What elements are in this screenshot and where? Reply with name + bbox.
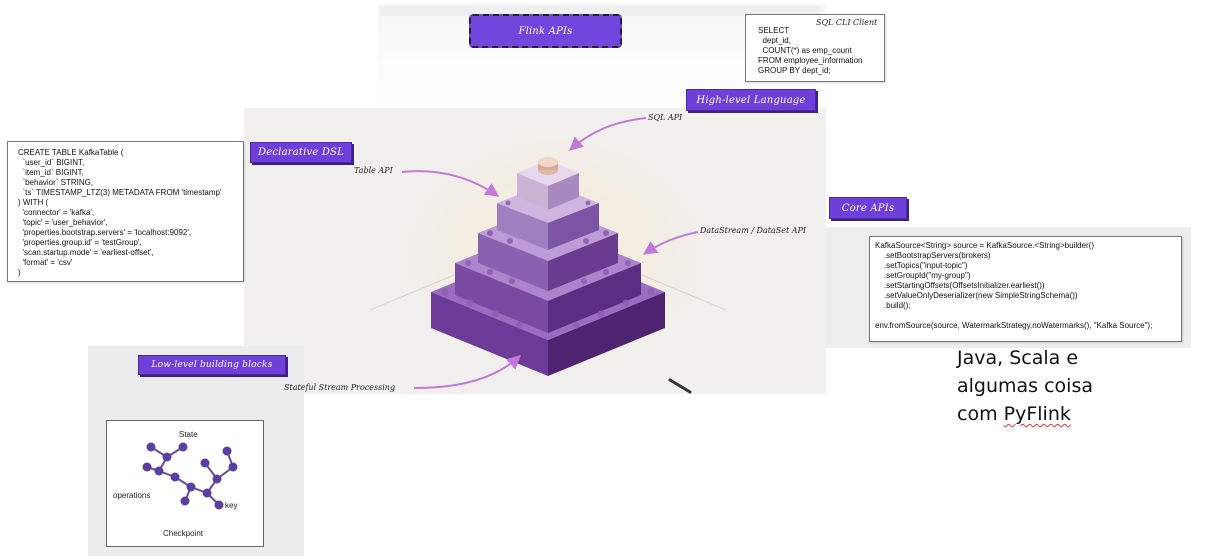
create-table-box: CREATE TABLE KafkaTable ( `user_id` BIGI… xyxy=(7,141,244,282)
note-text: Java, Scala e algumas coisa com PyFlink xyxy=(957,344,1157,428)
table-api-arrow xyxy=(401,170,500,197)
sql-cli-box: SQL CLI Client SELECT dept_id, COUNT(*) … xyxy=(745,14,885,82)
datastream-api-label: DataStream / DataSet API xyxy=(700,226,807,235)
datastream-api-arrow xyxy=(642,231,699,255)
state-label: State xyxy=(179,430,198,439)
note-line-1: Java, Scala e xyxy=(957,347,1079,369)
sql-api-label: SQL API xyxy=(648,113,683,122)
pyramid xyxy=(431,157,692,394)
checkpoint-label: Checkpoint xyxy=(163,529,204,538)
note-line-3: com PyFlink xyxy=(957,400,1157,428)
sql-code: SELECT dept_id, COUNT(*) as emp_count FR… xyxy=(758,26,863,75)
core-apis-tag: Core APIs xyxy=(829,197,907,219)
declarative-dsl-tag: Declarative DSL xyxy=(250,142,352,163)
state-diagram-box: State operations key Checkpoint xyxy=(106,420,264,547)
high-level-language-tag: High-level Language xyxy=(686,89,816,111)
low-level-building-blocks-tag: Low-level building blocks xyxy=(138,355,286,375)
operations-label: operations xyxy=(113,491,151,500)
video-top-bar xyxy=(380,6,820,16)
sql-cli-title: SQL CLI Client xyxy=(816,18,878,27)
core-code-panel: KafkaSource<String> source = KafkaSource… xyxy=(825,227,1191,348)
create-table-code: CREATE TABLE KafkaTable ( `user_id` BIGI… xyxy=(18,148,222,277)
stateful-arrow xyxy=(413,355,522,389)
table-api-label: Table API xyxy=(354,166,393,175)
key-label: key xyxy=(225,501,238,510)
state-graph xyxy=(142,442,238,510)
sql-api-arrow xyxy=(568,117,647,151)
note-line-2: algumas coisa xyxy=(957,375,1094,397)
stateful-stream-processing-label: Stateful Stream Processing xyxy=(284,383,396,392)
pyflink-word: PyFlink xyxy=(1003,403,1071,425)
low-level-panel: Low-level building blocks State operatio… xyxy=(88,346,304,556)
note-line-3-prefix: com xyxy=(957,403,1004,425)
kafka-source-code: KafkaSource<String> source = KafkaSource… xyxy=(875,241,1153,330)
core-code-box: KafkaSource<String> source = KafkaSource… xyxy=(869,236,1182,342)
flink-apis-title: Flink APIs xyxy=(469,14,622,48)
